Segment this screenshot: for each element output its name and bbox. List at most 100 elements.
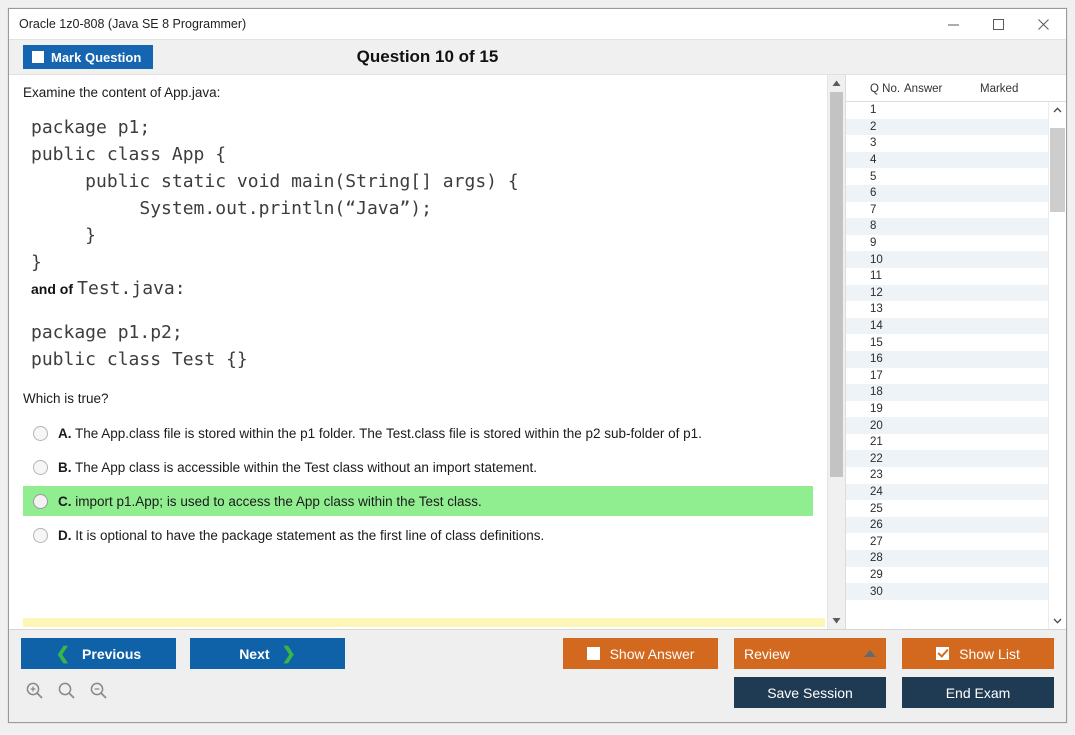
question-header: Mark Question Question 10 of 15 <box>9 40 1066 75</box>
radio-icon[interactable] <box>33 459 48 475</box>
question-list-row[interactable]: 19 <box>846 401 1048 418</box>
question-list-row[interactable]: 27 <box>846 533 1048 550</box>
question-list-row-number: 2 <box>870 120 877 133</box>
list-scroll-thumb[interactable] <box>1050 127 1065 213</box>
answer-option-a[interactable]: A. The App.class file is stored within t… <box>23 418 813 448</box>
radio-icon[interactable] <box>33 425 48 441</box>
answer-option-d-text: D. It is optional to have the package st… <box>58 528 544 543</box>
question-list-row-number: 29 <box>870 568 883 581</box>
chevron-right-icon: ❯ <box>281 644 296 663</box>
answer-option-a-text: A. The App.class file is stored within t… <box>58 426 702 441</box>
question-list-row[interactable]: 26 <box>846 516 1048 534</box>
question-list-row[interactable]: 30 <box>846 583 1048 600</box>
question-list-row[interactable]: 4 <box>846 151 1048 169</box>
question-list-row[interactable]: 14 <box>846 317 1048 335</box>
answer-option-c[interactable]: C. import p1.App; is used to access the … <box>23 486 813 516</box>
zoom-out-icon[interactable] <box>89 681 108 705</box>
radio-icon[interactable] <box>33 527 48 543</box>
show-answer-button[interactable]: Show Answer <box>563 638 718 669</box>
question-content: Examine the content of App.java: package… <box>9 75 827 629</box>
question-list-row[interactable]: 13 <box>846 301 1048 318</box>
question-list-row[interactable]: 28 <box>846 550 1048 567</box>
zoom-reset-icon[interactable] <box>57 681 76 705</box>
question-list-row-number: 26 <box>870 519 883 532</box>
question-list-row[interactable]: 8 <box>846 218 1048 235</box>
question-list-row-number: 16 <box>870 353 883 366</box>
question-list-row[interactable]: 20 <box>846 417 1048 434</box>
question-list-row[interactable]: 17 <box>846 368 1048 385</box>
question-list-row-number: 27 <box>870 535 883 548</box>
show-list-label: Show List <box>959 645 1020 662</box>
content-scroll-track[interactable] <box>828 92 845 612</box>
answer-option-b[interactable]: B. The App class is accessible within th… <box>23 452 813 482</box>
answer-option-d[interactable]: D. It is optional to have the package st… <box>23 520 813 550</box>
question-list-row[interactable]: 18 <box>846 384 1048 401</box>
content-scrollbar[interactable] <box>827 75 845 629</box>
question-list-row[interactable]: 24 <box>846 483 1048 501</box>
list-scroll-down-icon[interactable] <box>1049 613 1066 629</box>
list-scroll-up-icon[interactable] <box>1049 102 1066 118</box>
question-list-row[interactable]: 11 <box>846 268 1048 285</box>
question-list-row[interactable]: 3 <box>846 135 1048 152</box>
review-dropdown[interactable]: Review <box>734 638 886 669</box>
footer-row-primary: ❮ Previous Next ❯ Show Answer Review <box>21 638 1054 669</box>
question-list-row-number: 14 <box>870 320 883 333</box>
question-list-row[interactable]: 9 <box>846 235 1048 252</box>
page-title: Question 10 of 15 <box>356 47 499 66</box>
content-scroll-thumb[interactable] <box>830 92 843 477</box>
question-list-row[interactable]: 6 <box>846 184 1048 202</box>
question-list-row[interactable]: 7 <box>846 202 1048 219</box>
midline-filename: Test.java: <box>77 278 186 299</box>
previous-button[interactable]: ❮ Previous <box>21 638 176 669</box>
code-midline: and of Test.java: <box>31 278 813 299</box>
scroll-down-icon[interactable] <box>828 612 845 629</box>
chevron-left-icon: ❮ <box>55 644 71 663</box>
mark-question-button[interactable]: Mark Question <box>23 45 154 69</box>
minimize-button[interactable] <box>931 9 976 39</box>
next-button[interactable]: Next ❯ <box>190 638 345 669</box>
answer-option-a-body: The App.class file is stored within the … <box>75 425 702 441</box>
review-dropdown-label: Review <box>744 645 790 662</box>
question-list-row-number: 1 <box>870 104 877 117</box>
question-list-row[interactable]: 15 <box>846 334 1048 351</box>
zoom-in-icon[interactable] <box>25 681 44 705</box>
mark-question-checkbox-icon <box>32 51 44 63</box>
title-bar: Oracle 1z0-808 (Java SE 8 Programmer) <box>9 9 1066 40</box>
question-list-row[interactable]: 12 <box>846 284 1048 302</box>
question-list-row[interactable]: 25 <box>846 500 1048 517</box>
radio-icon[interactable] <box>33 493 48 509</box>
show-list-checkbox-icon <box>936 647 950 660</box>
question-list-row[interactable]: 21 <box>846 434 1048 451</box>
exam-window: Oracle 1z0-808 (Java SE 8 Programmer) <box>8 8 1067 723</box>
question-list-row[interactable]: 29 <box>846 567 1048 584</box>
question-list-row[interactable]: 1 <box>846 102 1048 119</box>
answer-option-d-body: It is optional to have the package state… <box>75 527 545 543</box>
question-list-row[interactable]: 22 <box>846 450 1048 468</box>
question-list-row-number: 23 <box>870 469 883 482</box>
question-list-row[interactable]: 5 <box>846 168 1048 185</box>
footer-toolbar: ❮ Previous Next ❯ Show Answer Review <box>9 629 1066 722</box>
previous-button-label: Previous <box>82 645 142 662</box>
minimize-icon <box>948 24 959 25</box>
question-list-header: Q No. Answer Marked <box>846 75 1066 102</box>
question-list-row[interactable]: 16 <box>846 350 1048 368</box>
question-list-scrollbar[interactable] <box>1048 102 1066 629</box>
maximize-button[interactable] <box>976 9 1021 39</box>
show-list-button[interactable]: Show List <box>902 638 1054 669</box>
question-list-row-number: 20 <box>870 419 883 432</box>
question-list-row[interactable]: 23 <box>846 467 1048 484</box>
question-list-row-number: 28 <box>870 552 883 565</box>
list-scroll-track[interactable] <box>1049 118 1066 613</box>
question-list-row[interactable]: 10 <box>846 251 1048 268</box>
end-exam-button[interactable]: End Exam <box>902 677 1054 708</box>
question-list-row-number: 19 <box>870 402 883 415</box>
close-button[interactable] <box>1021 9 1066 39</box>
next-button-label: Next <box>239 645 270 662</box>
scroll-up-icon[interactable] <box>828 75 845 92</box>
save-session-button[interactable]: Save Session <box>734 677 886 708</box>
question-list-row-number: 12 <box>870 286 883 299</box>
question-list-row[interactable]: 2 <box>846 118 1048 136</box>
